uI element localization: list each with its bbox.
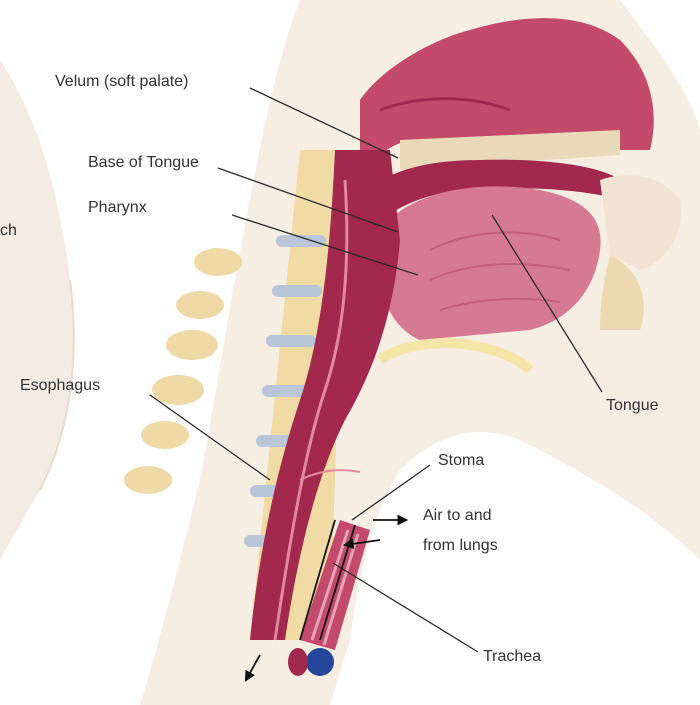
trachea-label: Trachea <box>483 648 541 665</box>
tongue-label: Tongue <box>606 397 659 414</box>
esophagus-label: Esophagus <box>20 377 100 394</box>
velum-label: Velum (soft palate) <box>55 73 188 90</box>
disc <box>272 285 322 297</box>
air-label-line1: Air to and <box>423 507 491 524</box>
spinous-process <box>166 330 218 360</box>
air-label-line2: from lungs <box>423 537 498 554</box>
spinous-process <box>176 291 224 319</box>
spinous-process <box>141 421 189 449</box>
disc <box>266 335 316 347</box>
base-of-tongue-label: Base of Tongue <box>88 154 199 171</box>
artery <box>288 648 308 676</box>
spinous-process <box>152 375 204 405</box>
stoma-label: Stoma <box>438 452 484 469</box>
pharynx-label: Pharynx <box>88 199 147 216</box>
spinous-process <box>124 466 172 494</box>
spinous-process <box>194 248 242 276</box>
vein <box>306 648 334 676</box>
partial-cutoff-label: ch <box>0 222 17 239</box>
